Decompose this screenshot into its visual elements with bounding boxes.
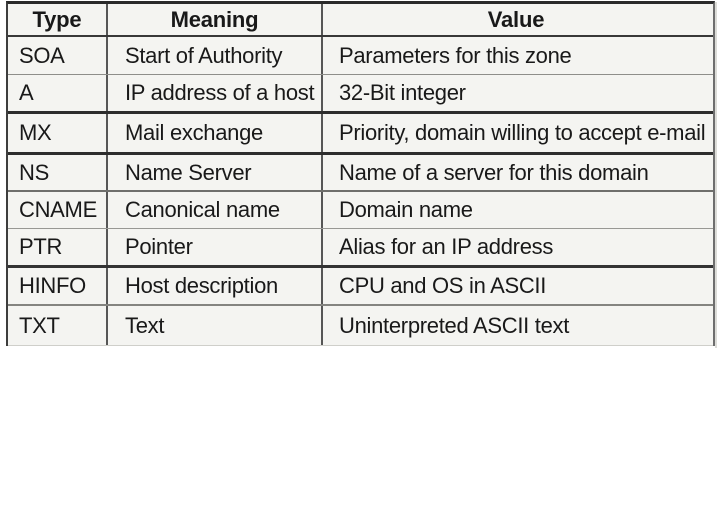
cell-value: Domain name — [339, 197, 473, 222]
cell-type: TXT — [8, 306, 108, 345]
column-header-value: Value — [487, 6, 545, 32]
table-row-hinfo: HINFO Host description CPU and OS in ASC… — [8, 268, 713, 306]
cell-value: Uninterpreted ASCII text — [339, 312, 570, 338]
page-edge-scan-artifact — [715, 2, 717, 348]
table-header-row: Type Meaning Value — [8, 4, 713, 37]
column-header-type: Type — [8, 4, 108, 35]
cell-meaning: Start of Authority — [108, 37, 323, 74]
table-row-cname: CNAME Canonical name Domain name — [8, 192, 713, 229]
table-row-mx: MX Mail exchange Priority, domain willin… — [8, 114, 713, 155]
cell-type: PTR — [8, 229, 108, 265]
table-row-ns: NS Name Server Name of a server for this… — [8, 155, 713, 192]
cell-type: NS — [8, 155, 108, 190]
cell-meaning: Name Server — [108, 155, 323, 190]
table-row-txt: TXT Text Uninterpreted ASCII text — [8, 306, 713, 346]
cell-meaning: Mail exchange — [108, 114, 323, 152]
cell-meaning: Canonical name — [108, 192, 323, 228]
cell-type: MX — [8, 114, 108, 152]
table-row-soa: SOA Start of Authority Parameters for th… — [8, 37, 713, 75]
cell-meaning: IP address of a host — [108, 75, 323, 111]
cell-value: Alias for an IP address — [339, 234, 554, 259]
table-row-ptr: PTR Pointer Alias for an IP address — [8, 229, 713, 268]
cell-value: Name of a server for this domain — [339, 159, 649, 185]
cell-value: Parameters for this zone — [339, 42, 572, 68]
cell-type: A — [8, 75, 108, 111]
cell-type: SOA — [8, 37, 108, 74]
dns-record-table: Type Meaning Value SOA Start of Authorit… — [6, 1, 715, 346]
cell-meaning: Host description — [108, 268, 323, 304]
cell-value: CPU and OS in ASCII — [339, 273, 547, 298]
cell-value: Priority, domain willing to accept e-mai… — [339, 120, 706, 145]
cell-meaning: Pointer — [108, 229, 323, 265]
column-header-meaning: Meaning — [108, 4, 323, 35]
table-row-a: A IP address of a host 32-Bit integer — [8, 75, 713, 114]
cell-type: CNAME — [8, 192, 108, 228]
cell-type: HINFO — [8, 268, 108, 304]
cell-value: 32-Bit integer — [339, 80, 466, 105]
cell-meaning: Text — [108, 306, 323, 345]
